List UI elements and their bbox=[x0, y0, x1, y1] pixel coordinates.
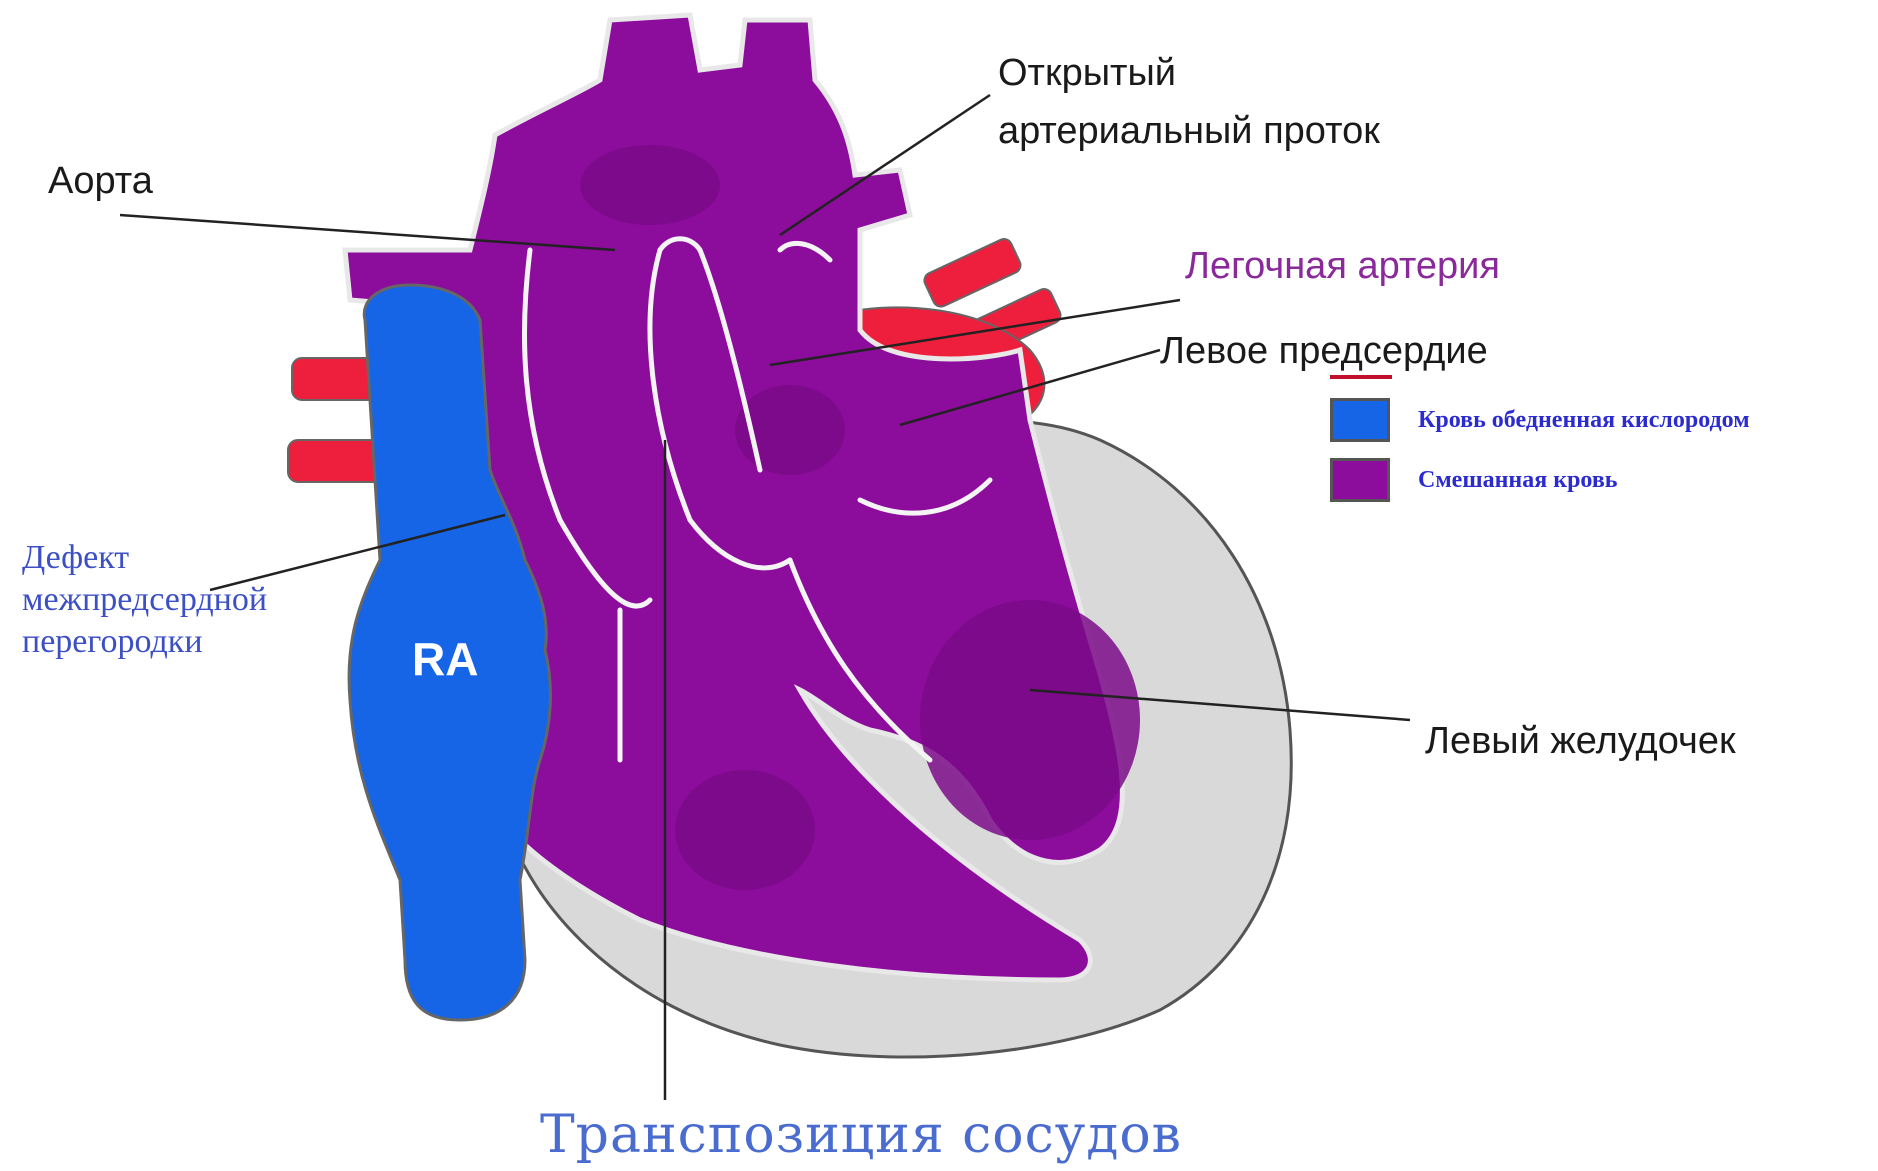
legend-item-deoxygenated: Кровь обедненная кислородом bbox=[1330, 398, 1750, 442]
label-left-ventricle: Левый желудочек bbox=[1425, 720, 1736, 763]
legend-label-deoxygenated: Кровь обедненная кислородом bbox=[1418, 407, 1750, 434]
legend-label-mixed: Смешанная кровь bbox=[1418, 467, 1617, 494]
legend-item-mixed: Смешанная кровь bbox=[1330, 458, 1617, 502]
legend-oxygenated-line bbox=[1330, 375, 1392, 379]
label-ductus-line1: Открытый bbox=[998, 52, 1176, 95]
diagram-title: Транспозиция сосудов bbox=[540, 1105, 1182, 1165]
label-septal-defect-line1: Дефект bbox=[22, 536, 129, 580]
label-right-atrium: RA bbox=[412, 632, 478, 686]
label-pulmonary-artery: Легочная артерия bbox=[1185, 245, 1500, 288]
label-ductus-line2: артериальный проток bbox=[998, 110, 1380, 153]
label-left-atrium: Левое предсердие bbox=[1160, 330, 1488, 373]
label-septal-defect-line3: перегородки bbox=[22, 620, 203, 664]
label-septal-defect-line2: межпредсердной bbox=[22, 578, 267, 622]
legend-swatch-deoxygenated bbox=[1330, 398, 1390, 442]
label-aorta: Аорта bbox=[48, 160, 153, 203]
legend-swatch-mixed bbox=[1330, 458, 1390, 502]
